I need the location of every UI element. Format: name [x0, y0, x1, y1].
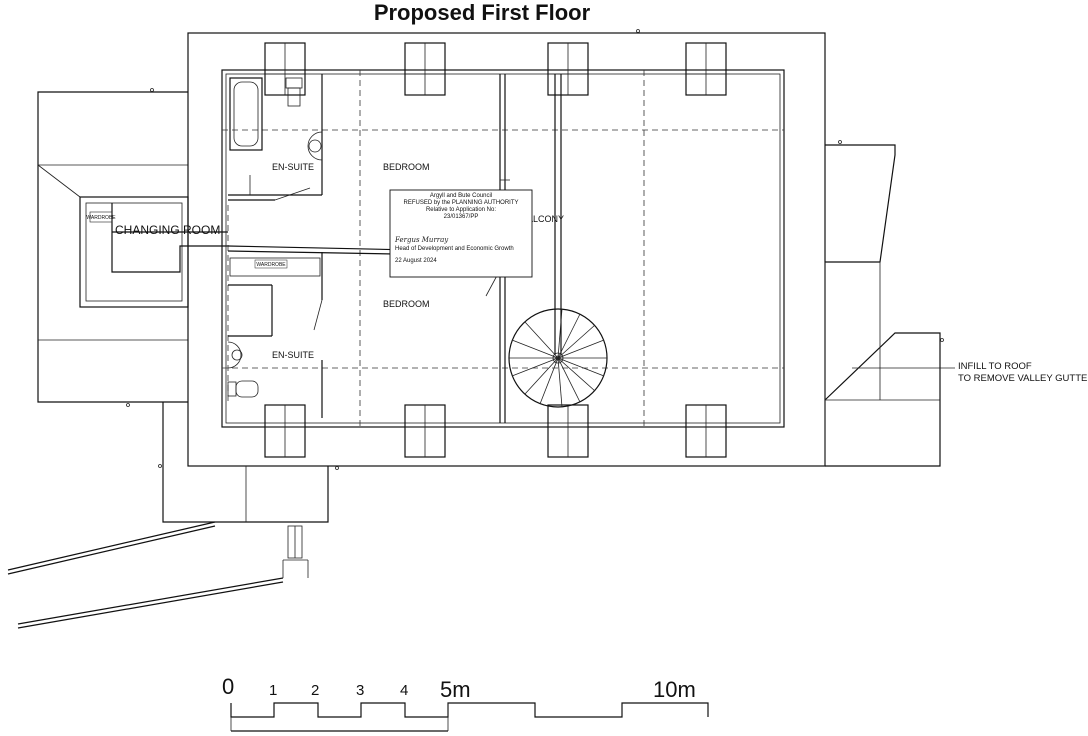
roof-windows-top [264, 42, 727, 96]
scale-label-1: 1 [269, 682, 277, 699]
inner-wall [221, 69, 785, 428]
changing-room-label: CHANGING ROOM [115, 223, 220, 237]
lower-entrance [7, 402, 339, 629]
toilet-bottom [227, 381, 237, 397]
stamp-signature: Fergus Murray [394, 236, 449, 244]
scale-label-5m: 5m [440, 677, 471, 702]
changing-room-block: WARDROBE CHANGING ROOM [79, 196, 228, 308]
balcony-label: BALCONY [521, 214, 564, 224]
spiral-staircase [508, 74, 608, 408]
stamp-line-4: 23/01367/PP [444, 214, 479, 220]
scale-label-4: 4 [400, 682, 408, 699]
wardrobe-label-1: WARDROBE [86, 215, 116, 221]
stamp-line-2: REFUSED by the PLANNING AUTHORITY [403, 200, 518, 206]
scale-label-3: 3 [356, 682, 364, 699]
scale-label-10m: 10m [653, 677, 696, 702]
stamp-line-5: Head of Development and Economic Growth [395, 246, 514, 252]
ensuite-bottom-fixtures: WARDROBE [227, 257, 321, 398]
scale-label-2: 2 [311, 682, 319, 699]
left-annex [37, 88, 188, 407]
bedroom-top-label: BEDROOM [383, 162, 430, 172]
ensuite-bottom-label: EN-SUITE [272, 350, 314, 360]
annotation-line-2: TO REMOVE VALLEY GUTTER [958, 373, 1088, 384]
stamp-date: 22 August 2024 [395, 258, 437, 264]
roof-windows-bottom [264, 404, 727, 458]
wardrobe-ensuite [254, 259, 288, 269]
ensuite-top-fixtures [229, 77, 323, 195]
basin-top [307, 131, 323, 161]
scale-bar: 0 1 2 3 4 5m 10m [222, 674, 709, 732]
stamp-line-1: Argyll and Bute Council [430, 193, 492, 199]
wardrobe-label-2: WARDROBE [256, 262, 286, 268]
scale-label-0: 0 [222, 674, 234, 699]
toilet-top [285, 77, 303, 89]
annotation-line-1: INFILL TO ROOF [958, 361, 1032, 372]
main-building-outline [187, 32, 826, 467]
basin-bottom [227, 341, 242, 369]
ensuite-top-label: EN-SUITE [272, 162, 314, 172]
bathtub [229, 77, 263, 151]
wardrobe-changing [89, 211, 113, 223]
stamp-line-3: Relative to Application No: [426, 207, 496, 213]
planning-stamp: Argyll and Bute Council REFUSED by the P… [389, 189, 533, 278]
bedroom-bottom-label: BEDROOM [383, 299, 430, 309]
roof-dashed-lines [222, 70, 784, 427]
right-annex [636, 29, 955, 467]
drawing-title: Proposed First Floor [374, 0, 591, 25]
